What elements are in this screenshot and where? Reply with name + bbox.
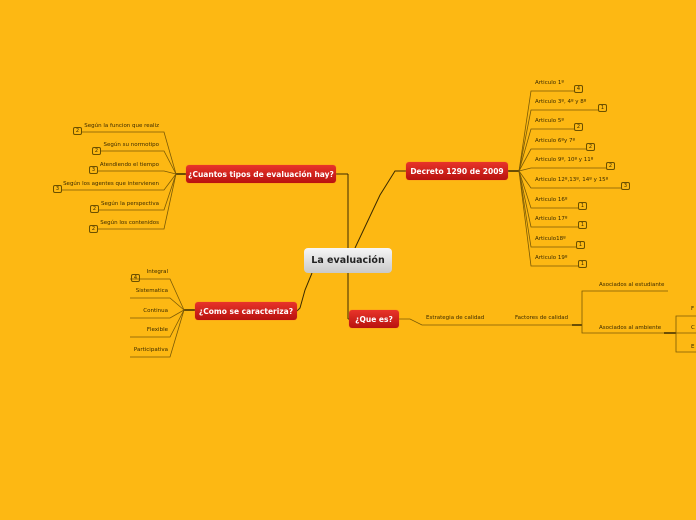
count-badge[interactable]: 2 bbox=[606, 162, 615, 170]
connector-line bbox=[99, 173, 177, 211]
connector-line bbox=[98, 173, 177, 230]
connector-line bbox=[82, 131, 177, 175]
node-articulo[interactable]: Articulo 17º bbox=[535, 216, 568, 222]
connector-line bbox=[518, 128, 574, 172]
connector-line bbox=[518, 170, 576, 248]
topic-caracteriza[interactable]: ¿Como se caracteriza? bbox=[195, 302, 297, 320]
node-caracteristica[interactable]: Participativa bbox=[133, 347, 168, 353]
node-articulo[interactable]: Articulo 3º, 4º y 8º bbox=[535, 99, 587, 105]
connector-line bbox=[130, 297, 185, 311]
count-badge[interactable]: 2 bbox=[92, 147, 101, 155]
count-badge[interactable]: 2 bbox=[73, 127, 82, 135]
connector-line bbox=[518, 148, 586, 172]
node-articulo[interactable]: Articulo 6ºy 7º bbox=[535, 138, 576, 144]
node-tipo[interactable]: Según la funcion que realiz bbox=[84, 123, 159, 129]
node-articulo[interactable]: Articulo 5º bbox=[535, 118, 564, 124]
count-badge[interactable]: 1 bbox=[578, 221, 587, 229]
connector-line bbox=[518, 170, 621, 189]
connector-line bbox=[354, 170, 406, 249]
connector-line bbox=[675, 315, 696, 353]
connector-line bbox=[62, 173, 177, 191]
count-badge[interactable]: 2 bbox=[574, 123, 583, 131]
count-badge[interactable]: 2 bbox=[586, 143, 595, 151]
node-articulo[interactable]: Articulo 9º, 10º y 11º bbox=[535, 157, 594, 163]
count-badge[interactable]: 4 bbox=[131, 274, 140, 282]
count-badge[interactable]: 1 bbox=[578, 260, 587, 268]
node-tipo[interactable]: Atendiendo el tiempo bbox=[99, 162, 159, 168]
connector-line bbox=[518, 90, 574, 172]
count-badge[interactable]: 1 bbox=[576, 241, 585, 249]
node-caracteristica[interactable]: Integral bbox=[146, 269, 168, 275]
node-articulo[interactable]: Articulo 1º bbox=[535, 80, 564, 86]
connector-line bbox=[98, 170, 177, 175]
connector-line bbox=[518, 109, 598, 172]
node-estudiante[interactable]: Asociados al estudiante bbox=[599, 282, 665, 288]
connector-line bbox=[130, 309, 185, 358]
connector-line bbox=[518, 170, 578, 209]
count-badge[interactable]: 3 bbox=[621, 182, 630, 190]
node-tipo[interactable]: Según los agentes que intervienen bbox=[63, 181, 159, 187]
node-tipo[interactable]: Según su normotipo bbox=[103, 142, 159, 148]
topic-tipos[interactable]: ¿Cuantos tipos de evaluación hay? bbox=[186, 165, 336, 183]
node-factores[interactable]: Factores de calidad bbox=[515, 315, 569, 321]
connector-line bbox=[130, 309, 185, 319]
topic-decreto[interactable]: Decreto 1290 de 2009 bbox=[406, 162, 508, 180]
node-articulo[interactable]: Articulo 16º bbox=[535, 197, 568, 203]
node-ambiente[interactable]: Asociados al ambiente bbox=[599, 325, 662, 331]
count-badge[interactable]: 4 bbox=[574, 85, 583, 93]
node-articulo[interactable]: Articulo 19º bbox=[535, 255, 568, 261]
connector-line bbox=[518, 167, 606, 172]
connector-line bbox=[130, 309, 185, 338]
node-articulo[interactable]: Articulo18º bbox=[535, 236, 566, 242]
node-estrategia[interactable]: Estrategia de calidad bbox=[426, 315, 485, 321]
topic-que-es[interactable]: ¿Que es? bbox=[349, 310, 399, 328]
node-caracteristica[interactable]: Continua bbox=[143, 308, 168, 314]
node-ambiente-item[interactable]: C bbox=[691, 325, 695, 331]
connector-line bbox=[518, 170, 578, 228]
connector-line bbox=[101, 150, 177, 175]
node-caracteristica[interactable]: Flexible bbox=[146, 327, 168, 333]
node-articulo[interactable]: Articulo 12º,13º, 14º y 15º bbox=[535, 177, 609, 183]
node-tipo[interactable]: Según la perspectiva bbox=[101, 201, 159, 207]
count-badge[interactable]: 3 bbox=[89, 166, 98, 174]
count-badge[interactable]: 2 bbox=[89, 225, 98, 233]
node-ambiente-item[interactable]: E bbox=[691, 344, 695, 350]
node-ambiente-item[interactable]: F bbox=[691, 306, 695, 312]
connector-line bbox=[518, 170, 578, 267]
central-topic[interactable]: La evaluación bbox=[304, 248, 392, 273]
count-badge[interactable]: 1 bbox=[578, 202, 587, 210]
connector-line bbox=[296, 272, 313, 312]
connector-line bbox=[581, 290, 676, 334]
count-badge[interactable]: 3 bbox=[53, 185, 62, 193]
connector-line bbox=[130, 278, 185, 311]
node-tipo[interactable]: Según los contenidos bbox=[100, 220, 159, 226]
node-caracteristica[interactable]: Sistematica bbox=[135, 288, 168, 294]
count-badge[interactable]: 2 bbox=[90, 205, 99, 213]
connector-line bbox=[399, 318, 582, 326]
count-badge[interactable]: 1 bbox=[598, 104, 607, 112]
